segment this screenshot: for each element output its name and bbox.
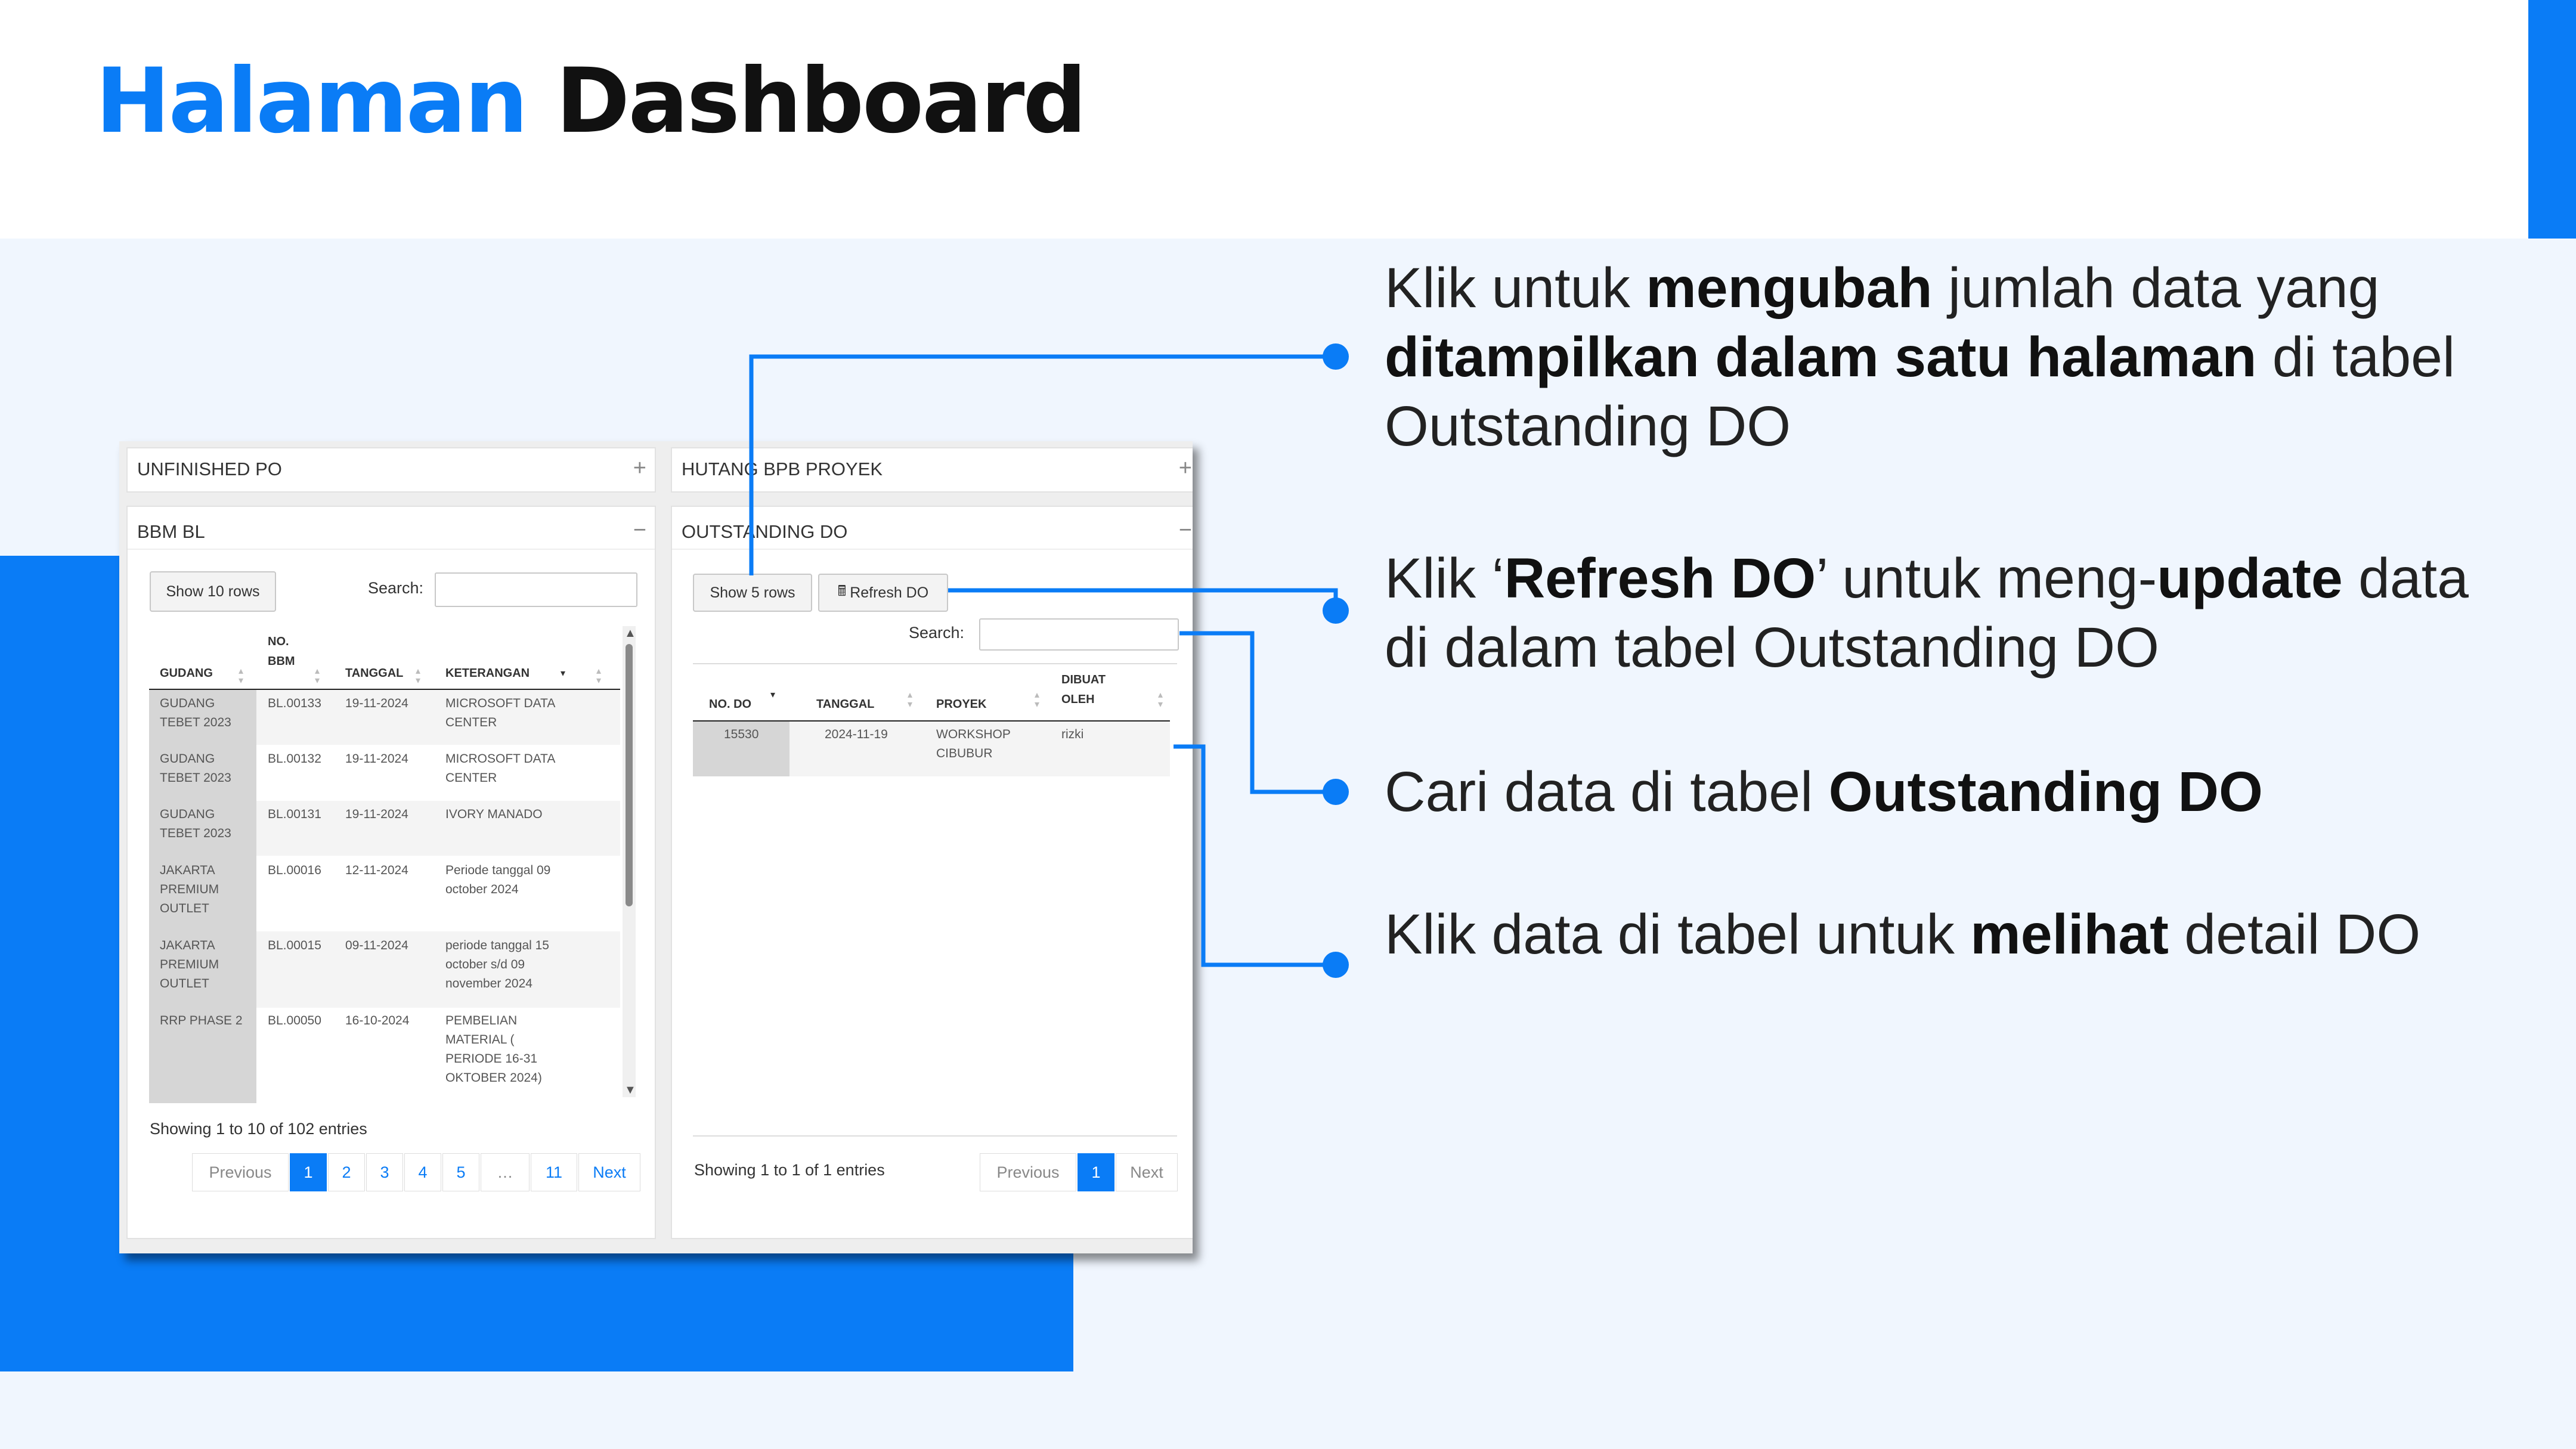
pagination-page-5[interactable]: 5 xyxy=(442,1153,479,1191)
column-header-no-bbm[interactable]: NO.BBM xyxy=(268,635,295,668)
search-label: Search: xyxy=(909,624,965,642)
calculator-icon: 🖩 xyxy=(837,583,847,599)
refresh-do-label: Refresh DO xyxy=(850,584,929,601)
expand-icon[interactable]: + xyxy=(633,456,646,481)
pagination-previous[interactable]: Previous xyxy=(192,1153,289,1191)
slide-title: Halaman Dashboard xyxy=(95,57,1087,146)
slide-header: Halaman Dashboard xyxy=(0,0,2576,239)
expand-icon[interactable]: + xyxy=(1178,456,1192,481)
panel-divider xyxy=(672,549,1193,550)
pagination-page-1[interactable]: 1 xyxy=(290,1153,327,1191)
connector-line-4 xyxy=(1174,744,1336,967)
panel-title: HUTANG BPB PROYEK xyxy=(682,459,883,479)
panel-hutang-bpb-proyek: HUTANG BPB PROYEK + xyxy=(671,447,1193,493)
table-top-border xyxy=(693,663,1177,664)
show-rows-button[interactable]: Show 5 rows xyxy=(693,574,812,612)
title-highlight: Halaman xyxy=(95,49,528,153)
scroll-thumb[interactable] xyxy=(626,644,633,906)
connector-line-1 xyxy=(749,354,1336,575)
column-header-tanggal[interactable]: TANGGAL xyxy=(816,698,875,711)
pagination-previous[interactable]: Previous xyxy=(980,1153,1076,1191)
header-divider xyxy=(149,689,620,690)
column-header-no-do[interactable]: NO. DO xyxy=(709,698,752,711)
search-label: Search: xyxy=(368,579,424,597)
collapse-icon[interactable]: − xyxy=(633,518,646,543)
column-header-proyek[interactable]: PROYEK xyxy=(936,698,987,711)
search-input[interactable] xyxy=(979,618,1179,651)
column-header-keterangan[interactable]: KETERANGAN xyxy=(445,667,530,680)
header-divider xyxy=(693,720,1170,722)
refresh-do-button[interactable]: 🖩 Refresh DO xyxy=(818,574,948,612)
sort-icon: ▴▾ xyxy=(908,690,913,710)
sort-icon: ▴▾ xyxy=(315,666,320,686)
accent-bar xyxy=(2528,0,2576,239)
panel-outstanding-do: OUTSTANDING DO − Show 5 rows 🖩 Refresh D… xyxy=(671,506,1193,1239)
show-rows-button[interactable]: Show 10 rows xyxy=(150,571,276,612)
pagination-page-1[interactable]: 1 xyxy=(1078,1153,1114,1191)
callout-dot-2 xyxy=(1323,597,1349,624)
sort-desc-icon: ▾ xyxy=(561,668,566,679)
pagination-page-4[interactable]: 4 xyxy=(404,1153,441,1191)
scroll-down-icon[interactable]: ▼ xyxy=(624,1083,636,1097)
panel-bbm-bl: BBM BL − Show 10 rows Search: GUDANG ▴▾ … xyxy=(126,506,656,1239)
bbm-table: GUDANG ▴▾ NO.BBM ▴▾ TANGGAL ▴▾ KETERANGA… xyxy=(149,632,620,1103)
sort-icon: ▴▾ xyxy=(1158,690,1163,710)
callout-dot-3 xyxy=(1323,779,1349,805)
scroll-up-icon[interactable]: ▲ xyxy=(624,627,636,640)
annotation-3: Cari data di tabel Outstanding DO xyxy=(1385,760,2263,823)
callout-dot-4 xyxy=(1323,952,1349,978)
callout-dot-1 xyxy=(1323,343,1349,370)
annotation-4: Klik data di tabel untuk melihat detail … xyxy=(1385,903,2421,966)
sort-asc-icon: ▾ xyxy=(770,690,776,700)
table-scrollbar[interactable]: ▲ ▼ xyxy=(623,626,636,1097)
annotation-2: Klik ‘Refresh DO’ untuk meng-update data… xyxy=(1385,547,2469,679)
pagination-page-11[interactable]: 11 xyxy=(531,1153,577,1191)
column-header-gudang[interactable]: GUDANG xyxy=(160,667,213,680)
sort-icon: ▴▾ xyxy=(239,666,244,686)
connector-line-3 xyxy=(1179,631,1336,794)
table-info: Showing 1 to 1 of 1 entries xyxy=(694,1161,885,1179)
search-input[interactable] xyxy=(435,572,637,607)
collapse-icon[interactable]: − xyxy=(1178,518,1192,543)
panel-title: UNFINISHED PO xyxy=(137,459,282,479)
pagination-page-3[interactable]: 3 xyxy=(366,1153,403,1191)
connector-line-2 xyxy=(948,588,1338,611)
sort-icon: ▴▾ xyxy=(1035,690,1040,710)
table-bottom-border xyxy=(693,1135,1177,1137)
first-column-shade xyxy=(149,690,256,1103)
column-header-tanggal[interactable]: TANGGAL xyxy=(345,667,404,680)
panel-divider xyxy=(128,549,655,550)
sort-icon: ▴▾ xyxy=(416,666,421,686)
pagination-next[interactable]: Next xyxy=(1116,1153,1178,1191)
table-info: Showing 1 to 10 of 102 entries xyxy=(150,1120,367,1138)
panel-title: OUTSTANDING DO xyxy=(682,521,848,542)
annotation-1: Klik untuk mengubah jumlah data yang dit… xyxy=(1385,256,2456,458)
panel-unfinished-po: UNFINISHED PO + xyxy=(126,447,656,493)
pagination-ellipsis: … xyxy=(481,1153,530,1191)
pagination-page-2[interactable]: 2 xyxy=(328,1153,365,1191)
app-screenshot: UNFINISHED PO + HUTANG BPB PROYEK + BBM … xyxy=(119,441,1193,1253)
pagination-next[interactable]: Next xyxy=(578,1153,640,1191)
title-main: Dashboard xyxy=(555,49,1087,153)
sort-icon: ▴▾ xyxy=(596,666,602,686)
panel-title: BBM BL xyxy=(137,521,205,542)
